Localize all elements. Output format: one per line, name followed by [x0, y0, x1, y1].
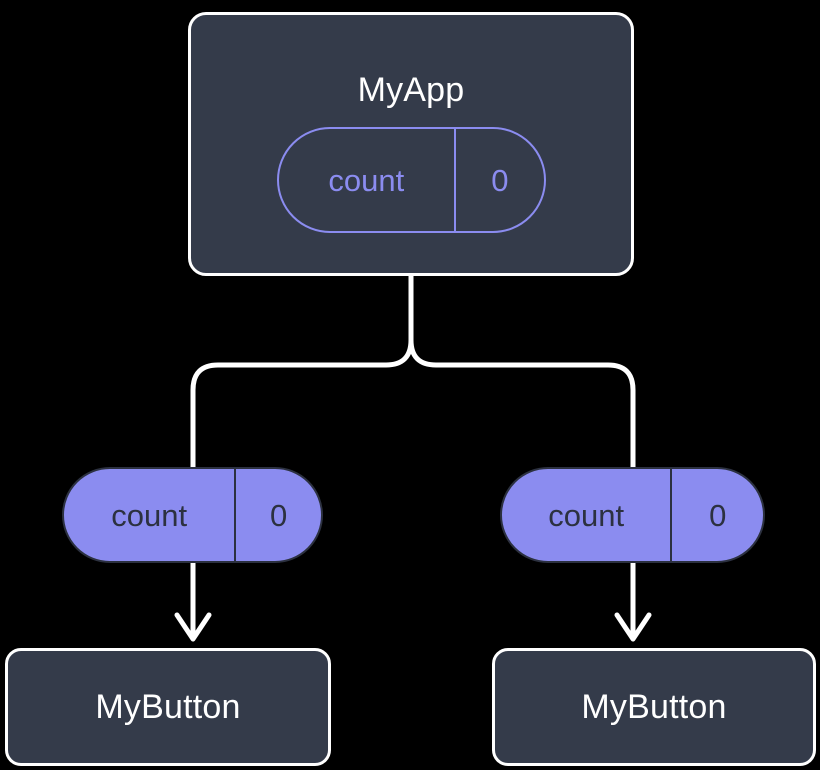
node-myapp-label: MyApp [357, 71, 465, 109]
state-pill-right-key: count [548, 497, 625, 533]
node-mybutton-right-label: MyButton [581, 688, 727, 726]
edge-right-pill-to-button [614, 560, 652, 642]
edge-left-pill-to-button [174, 560, 212, 642]
state-pill-left[interactable]: count 0 [62, 467, 323, 563]
state-pill-left-value: 0 [234, 469, 321, 561]
node-mybutton-right[interactable]: MyButton [492, 648, 816, 766]
state-pill-left-key: count [111, 497, 188, 533]
edge-root-to-right [408, 273, 636, 470]
edge-root-to-left [190, 273, 414, 470]
node-mybutton-left-label: MyButton [95, 688, 241, 726]
state-pill-right[interactable]: count 0 [500, 467, 765, 563]
state-pill-root-key: count [328, 162, 405, 198]
state-pill-right-value: 0 [670, 469, 763, 561]
node-mybutton-left[interactable]: MyButton [5, 648, 331, 766]
state-pill-root-value: 0 [453, 129, 544, 231]
state-pill-root[interactable]: count 0 [277, 127, 546, 233]
